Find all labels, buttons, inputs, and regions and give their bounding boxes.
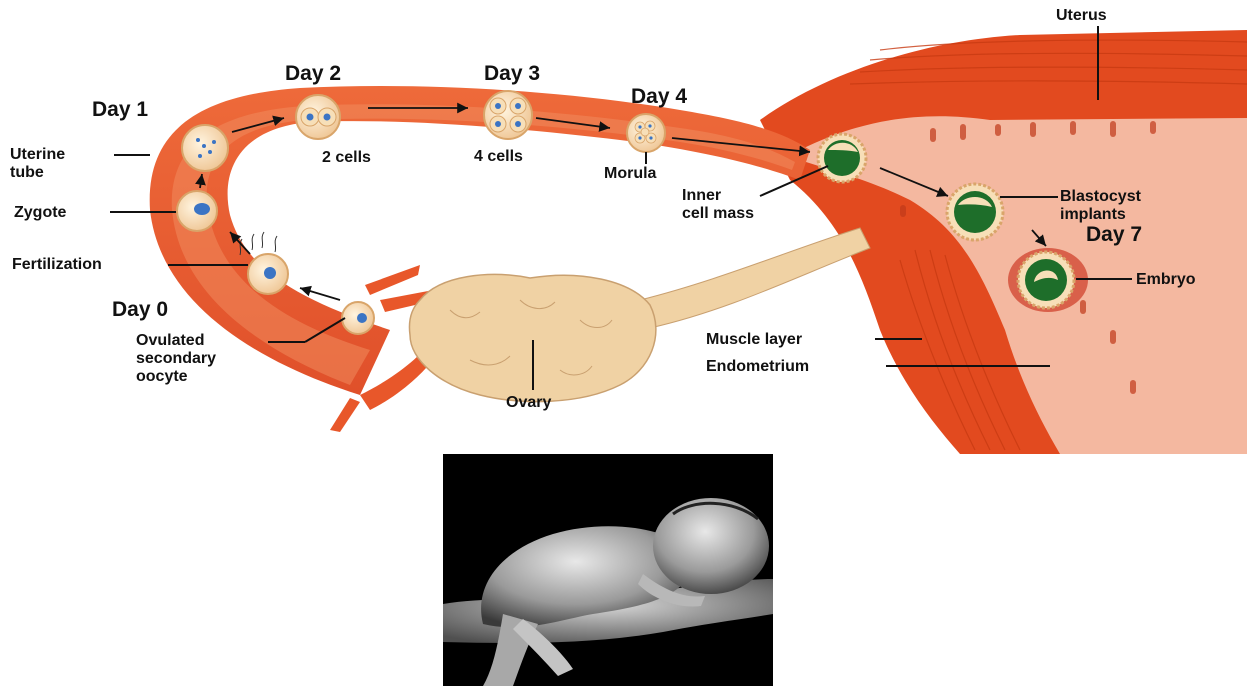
newborn-photo-svg (443, 454, 773, 686)
morula (627, 114, 665, 152)
label-ovulated-line1: Ovulated (136, 332, 204, 349)
label-morula: Morula (604, 165, 657, 182)
label-inner-cell-mass-line2: cell mass (682, 205, 754, 222)
two-cell-embryo (296, 95, 340, 139)
oocyte-cell (342, 302, 374, 334)
ovarian-ligament (640, 228, 870, 328)
label-ovulated-line2: secondary (136, 350, 216, 367)
label-embryo: Embryo (1136, 271, 1196, 288)
label-uterus: Uterus (1056, 7, 1107, 24)
label-two-cells: 2 cells (322, 149, 371, 166)
label-ovulated-line3: oocyte (136, 368, 188, 385)
label-day1: Day 1 (92, 98, 148, 121)
label-day0: Day 0 (112, 298, 168, 321)
label-fertilization: Fertilization (12, 256, 102, 273)
day1-dividing-cell (182, 125, 228, 171)
fertilized-cell (248, 254, 288, 294)
label-four-cells: 4 cells (474, 148, 523, 165)
label-blastocyst-line2: implants (1060, 206, 1126, 223)
zygote-cell (177, 191, 217, 231)
label-day4: Day 4 (631, 85, 687, 108)
label-muscle-layer: Muscle layer (706, 331, 802, 348)
label-blastocyst-line1: Blastocyst (1060, 188, 1142, 205)
blastocyst-implanting (947, 184, 1003, 240)
label-uterine-tube-line2: tube (10, 164, 44, 181)
label-day7: Day 7 (1086, 223, 1142, 246)
label-inner-cell-mass-line1: Inner (682, 187, 721, 204)
diagram-svg: Uterus Day 1 Day 2 Day 3 Day 4 Day 7 Day… (0, 0, 1247, 454)
four-cell-embryo (484, 91, 532, 139)
blastocyst-early (818, 134, 866, 182)
label-day3: Day 3 (484, 62, 540, 85)
label-endometrium: Endometrium (706, 358, 809, 375)
label-zygote: Zygote (14, 204, 67, 221)
newborn-photo (443, 454, 773, 686)
label-uterine-tube-line1: Uterine (10, 146, 65, 163)
label-ovary: Ovary (506, 394, 551, 411)
label-day2: Day 2 (285, 62, 341, 85)
